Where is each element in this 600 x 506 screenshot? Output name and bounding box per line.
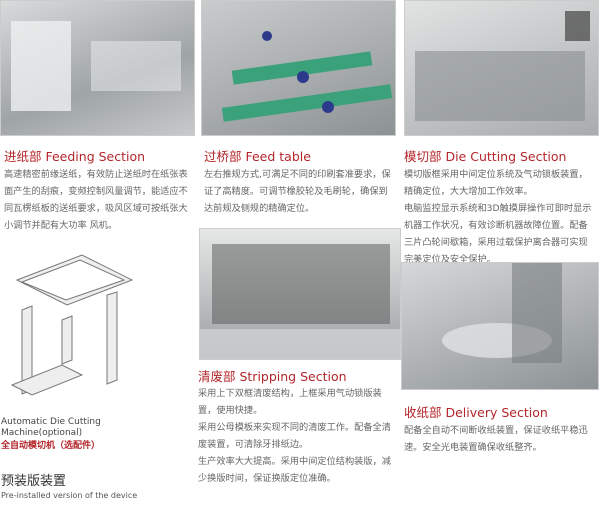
feed-table-photo: [201, 0, 396, 136]
die-cutting-text: 模切版框采用中间定位系统及气动锁板装置，精确定位，大大增加工作效率。电脑监控显示…: [404, 166, 596, 268]
feeding-section-title: 进纸部 Feeding Section: [4, 149, 146, 164]
machine-line-drawing: [10, 254, 134, 396]
feeding-section-photo: [0, 0, 195, 136]
die-cutting-title: 模切部 Die Cutting Section: [404, 149, 567, 164]
optional-machine-cn: 全自动模切机（选配件）: [1, 441, 101, 451]
feed-table-title: 过桥部 Feed table: [204, 149, 311, 164]
stripping-text-1: 采用上下双框清废结构，上框采用气动锁版装置，使用快捷。: [198, 388, 382, 416]
delivery-section-text: 配备全自动不间断收纸装置，保证收纸平稳迅速。安全光电装置确保收纸整齐。: [404, 425, 588, 453]
die-cutting-text-2: 电脑监控显示系统和3D触摸屏操作可即时显示机器工作状况，有效诊断机器故障位置。配…: [404, 203, 592, 265]
optional-machine-drawing: [2, 240, 137, 400]
feeding-section-text: 高速精密前缘送纸，有效防止送纸时在纸张表面产生的刮痕，变频控制风量调节，能适应不…: [4, 169, 188, 231]
preinstall-subtitle: Pre-installed version of the device: [1, 491, 138, 500]
die-cutting-text-1: 模切版框采用中间定位系统及气动锁板装置，精确定位，大大增加工作效率。: [404, 169, 588, 197]
stripping-text-2: 采用公母模板来实现不同的清废工作。配备全清废装置，可清除牙排纸边。: [198, 422, 391, 450]
stripping-text-3: 生产效率大大提高。采用中间定位结构装版，减少换版时间，保证换版定位准确。: [198, 456, 391, 484]
die-cutting-photo: [404, 0, 599, 136]
stripping-section-text: 采用上下双框清废结构，上框采用气动锁版装置，使用快捷。采用公母模板来实现不同的清…: [198, 385, 396, 487]
stripping-section-title: 清废部 Stripping Section: [198, 369, 347, 384]
stripping-section-photo: [199, 228, 401, 360]
optional-machine-en: Automatic Die Cutting Machine(optional): [1, 417, 101, 438]
delivery-section-photo: [401, 262, 599, 390]
preinstall-title: 预装版装置: [1, 474, 67, 489]
delivery-section-title: 收纸部 Delivery Section: [404, 405, 548, 420]
feed-table-text: 左右推规方式,可满足不同的印刷套准要求，保证了高精度。可调节橡胶轮及毛刷轮，确保…: [204, 169, 391, 214]
